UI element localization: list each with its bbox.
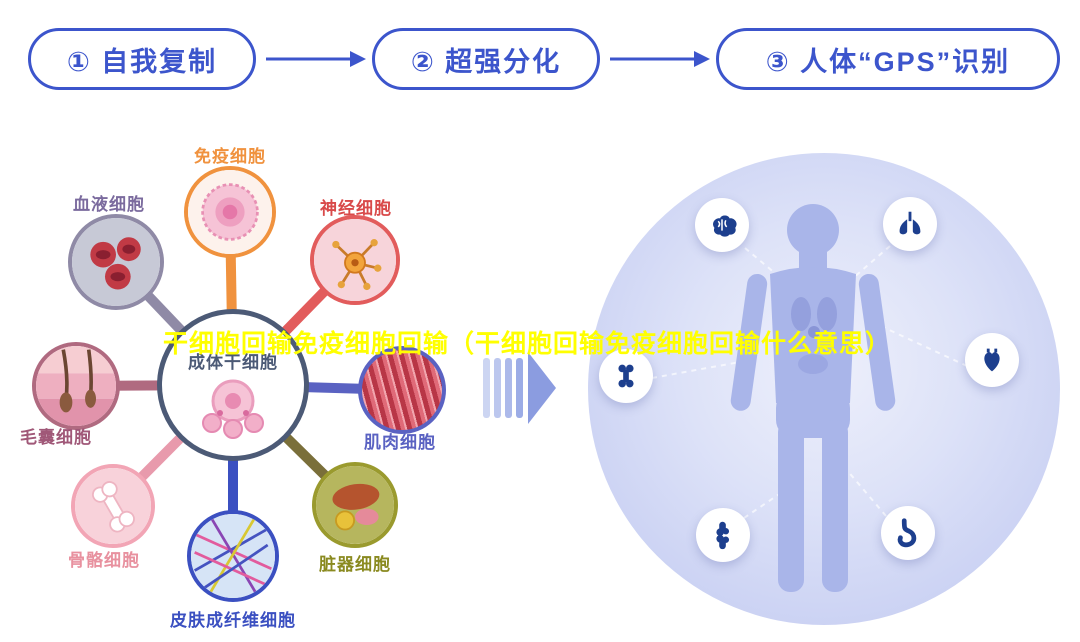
human-silhouette — [730, 204, 896, 592]
muscle-cell-circle — [358, 346, 446, 434]
nerve-cell-label: 神经细胞 — [320, 199, 392, 218]
muscle-cell-label: 肌肉细胞 — [364, 433, 436, 452]
step-badge-label: ① 自我复制 — [66, 46, 218, 77]
blood-cell-label: 血液细胞 — [73, 195, 145, 214]
step-badge-self-replication: ① 自我复制 — [28, 28, 256, 90]
skin-fibroblast-cell-label: 皮肤成纤维细胞 — [170, 611, 296, 630]
step-badge-label: ③ 人体“GPS”识别 — [765, 46, 1011, 77]
adult-stem-cell-circle: 成体干细胞 — [157, 309, 309, 461]
hair-follicle-illustration — [36, 346, 116, 426]
step-badge-gps-recognition: ③ 人体“GPS”识别 — [716, 28, 1060, 90]
bone-cell-circle — [71, 464, 155, 548]
immune-cell-illustration — [188, 170, 272, 254]
bone-icon — [599, 349, 653, 403]
joint-icon — [696, 508, 750, 562]
flow-arrow — [483, 352, 556, 424]
step-badge-label: ② 超强分化 — [410, 46, 562, 77]
organ-cell-label: 脏器细胞 — [319, 555, 391, 574]
skin-fibroblast-illustration — [191, 514, 275, 598]
brain-icon — [695, 198, 749, 252]
arrow-step2-step3 — [610, 51, 710, 67]
lungs-icon — [883, 197, 937, 251]
stomach-icon — [881, 506, 935, 560]
adult-stem-cell-label: 成体干细胞 — [188, 353, 278, 372]
skin-fibroblast-cell-circle — [187, 510, 279, 602]
immune-cell-label: 免疫细胞 — [194, 147, 266, 166]
immune-cell-circle — [184, 166, 276, 258]
nerve-cell-illustration — [314, 219, 396, 301]
organ-cell-illustration — [316, 466, 394, 544]
nerve-cell-circle — [310, 215, 400, 305]
hair-follicle-cell-label: 毛囊细胞 — [20, 428, 92, 447]
heart-icon — [965, 333, 1019, 387]
hair-follicle-cell-circle — [32, 342, 120, 430]
organ-cell-circle — [312, 462, 398, 548]
page-title: 干细胞回输免疫细胞回输（干细胞回输免疫细胞回输什么意思） — [163, 330, 892, 358]
arrow-step1-step2 — [266, 51, 366, 67]
bone-cell-illustration — [75, 468, 151, 544]
blood-cell-circle — [68, 214, 164, 310]
step-badge-differentiation: ② 超强分化 — [372, 28, 600, 90]
blood-cell-illustration — [72, 218, 160, 306]
bone-cell-label: 骨骼细胞 — [68, 551, 140, 570]
stem-cell-cluster-illustration — [202, 379, 264, 439]
